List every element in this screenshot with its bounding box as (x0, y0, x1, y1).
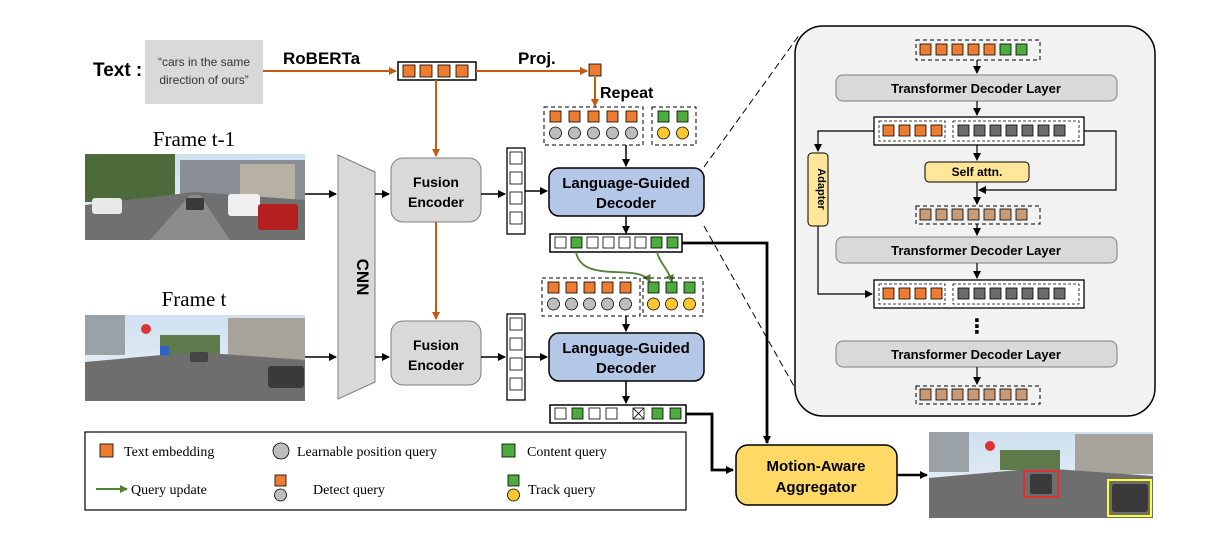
decoder-output-2 (549, 404, 687, 424)
language-guided-decoder-1: Language-Guided Decoder (548, 167, 705, 217)
detect-queries-2 (541, 277, 641, 317)
fusion-encoder-2: Fusion Encoder (390, 320, 482, 386)
frame-prev-label: Frame t-1 (153, 127, 235, 151)
transformer-layer-1-label: Transformer Decoder Layer (891, 81, 1061, 96)
output1-to-aggregator-arrow (682, 241, 771, 444)
fusion-encoder-1-line2: Encoder (408, 194, 465, 210)
detail-output-tokens (915, 385, 1041, 405)
track-queries-2 (642, 277, 704, 317)
text-prompt-line2: direction of ours” (159, 73, 248, 87)
motion-aware-aggregator: Motion-Aware Aggregator (735, 444, 898, 506)
legend-content-query-label: Content query (527, 445, 607, 460)
legend-position-query-label: Learnable position query (297, 445, 437, 460)
frame-prev-image (85, 154, 305, 240)
output2-to-aggregator-arrow (686, 412, 734, 474)
decoder-2-line2: Decoder (596, 360, 656, 377)
adapter-output-arrow (817, 226, 873, 298)
transformer-layer-3-label: Transformer Decoder Layer (891, 347, 1061, 362)
legend-detect-query-swatch (274, 474, 287, 502)
decoder-output-1 (549, 233, 683, 253)
detection-box-yellow (1107, 479, 1152, 517)
fusion-encoder-2-line2: Encoder (408, 357, 465, 373)
legend-query-update-label: Query update (131, 483, 207, 498)
language-guided-decoder-2: Language-Guided Decoder (548, 332, 705, 382)
detail-mid-tokens (915, 205, 1041, 225)
zoom-line-bottom (703, 225, 805, 405)
vertical-ellipsis: ⋮ (967, 316, 987, 338)
crossed-query-icon (632, 407, 645, 420)
aggregator-line2: Aggregator (776, 479, 857, 496)
text-embedding-strip (397, 61, 477, 81)
zoom-line-top (703, 33, 801, 168)
text-input-label: Text : (93, 60, 142, 81)
adapter-branch-arrow (814, 130, 874, 152)
self-attention-label: Self attn. (952, 165, 1003, 179)
transformer-layer-2-label: Transformer Decoder Layer (891, 243, 1061, 258)
detail-layer2-output (873, 279, 1085, 309)
cnn-block (337, 154, 376, 400)
decoder-detail-panel: Transformer Decoder Layer Self attn. (794, 25, 1156, 417)
roberta-label: RoBERTa (283, 49, 361, 68)
legend-text-embedding-label: Text embedding (124, 445, 214, 460)
decoder-1-line1: Language-Guided (562, 175, 690, 192)
text-prompt-box (145, 40, 263, 104)
legend-track-query-swatch (507, 474, 520, 502)
cnn-label: CNN (353, 259, 372, 296)
detection-box-red (1023, 470, 1059, 498)
decoder-2-line1: Language-Guided (562, 340, 690, 357)
text-prompt-line1: “cars in the same (158, 55, 250, 69)
detail-layer1-output (873, 116, 1085, 146)
frame-curr-label: Frame t (162, 287, 227, 311)
repeat-label: Repeat (600, 85, 654, 102)
decoder-1-line2: Decoder (596, 195, 656, 212)
legend: Text embedding Learnable position query … (84, 431, 687, 511)
query-update-arrow-1 (575, 251, 651, 283)
result-image (929, 432, 1153, 518)
proj-label: Proj. (518, 49, 556, 68)
fused-features-1 (506, 147, 526, 235)
legend-content-query-swatch (501, 443, 516, 458)
legend-detect-query-label: Detect query (313, 483, 385, 498)
legend-track-query-label: Track query (528, 483, 596, 498)
detect-queries-1 (543, 106, 644, 146)
detail-input-tokens (915, 39, 1041, 61)
frame-curr-image (85, 315, 305, 401)
adapter-label: Adapter (815, 168, 827, 210)
projected-text-token (588, 63, 602, 77)
legend-text-embedding-swatch (99, 443, 114, 458)
legend-position-query-swatch (272, 442, 290, 460)
residual-arrow (978, 130, 1117, 194)
track-queries-1 (651, 106, 697, 146)
fusion-encoder-1: Fusion Encoder (390, 157, 482, 223)
query-update-arrow-2 (656, 251, 674, 283)
fused-features-2 (506, 313, 526, 401)
fusion-encoder-2-line1: Fusion (413, 337, 459, 353)
aggregator-line1: Motion-Aware (767, 458, 866, 475)
fusion-encoder-1-line1: Fusion (413, 174, 459, 190)
